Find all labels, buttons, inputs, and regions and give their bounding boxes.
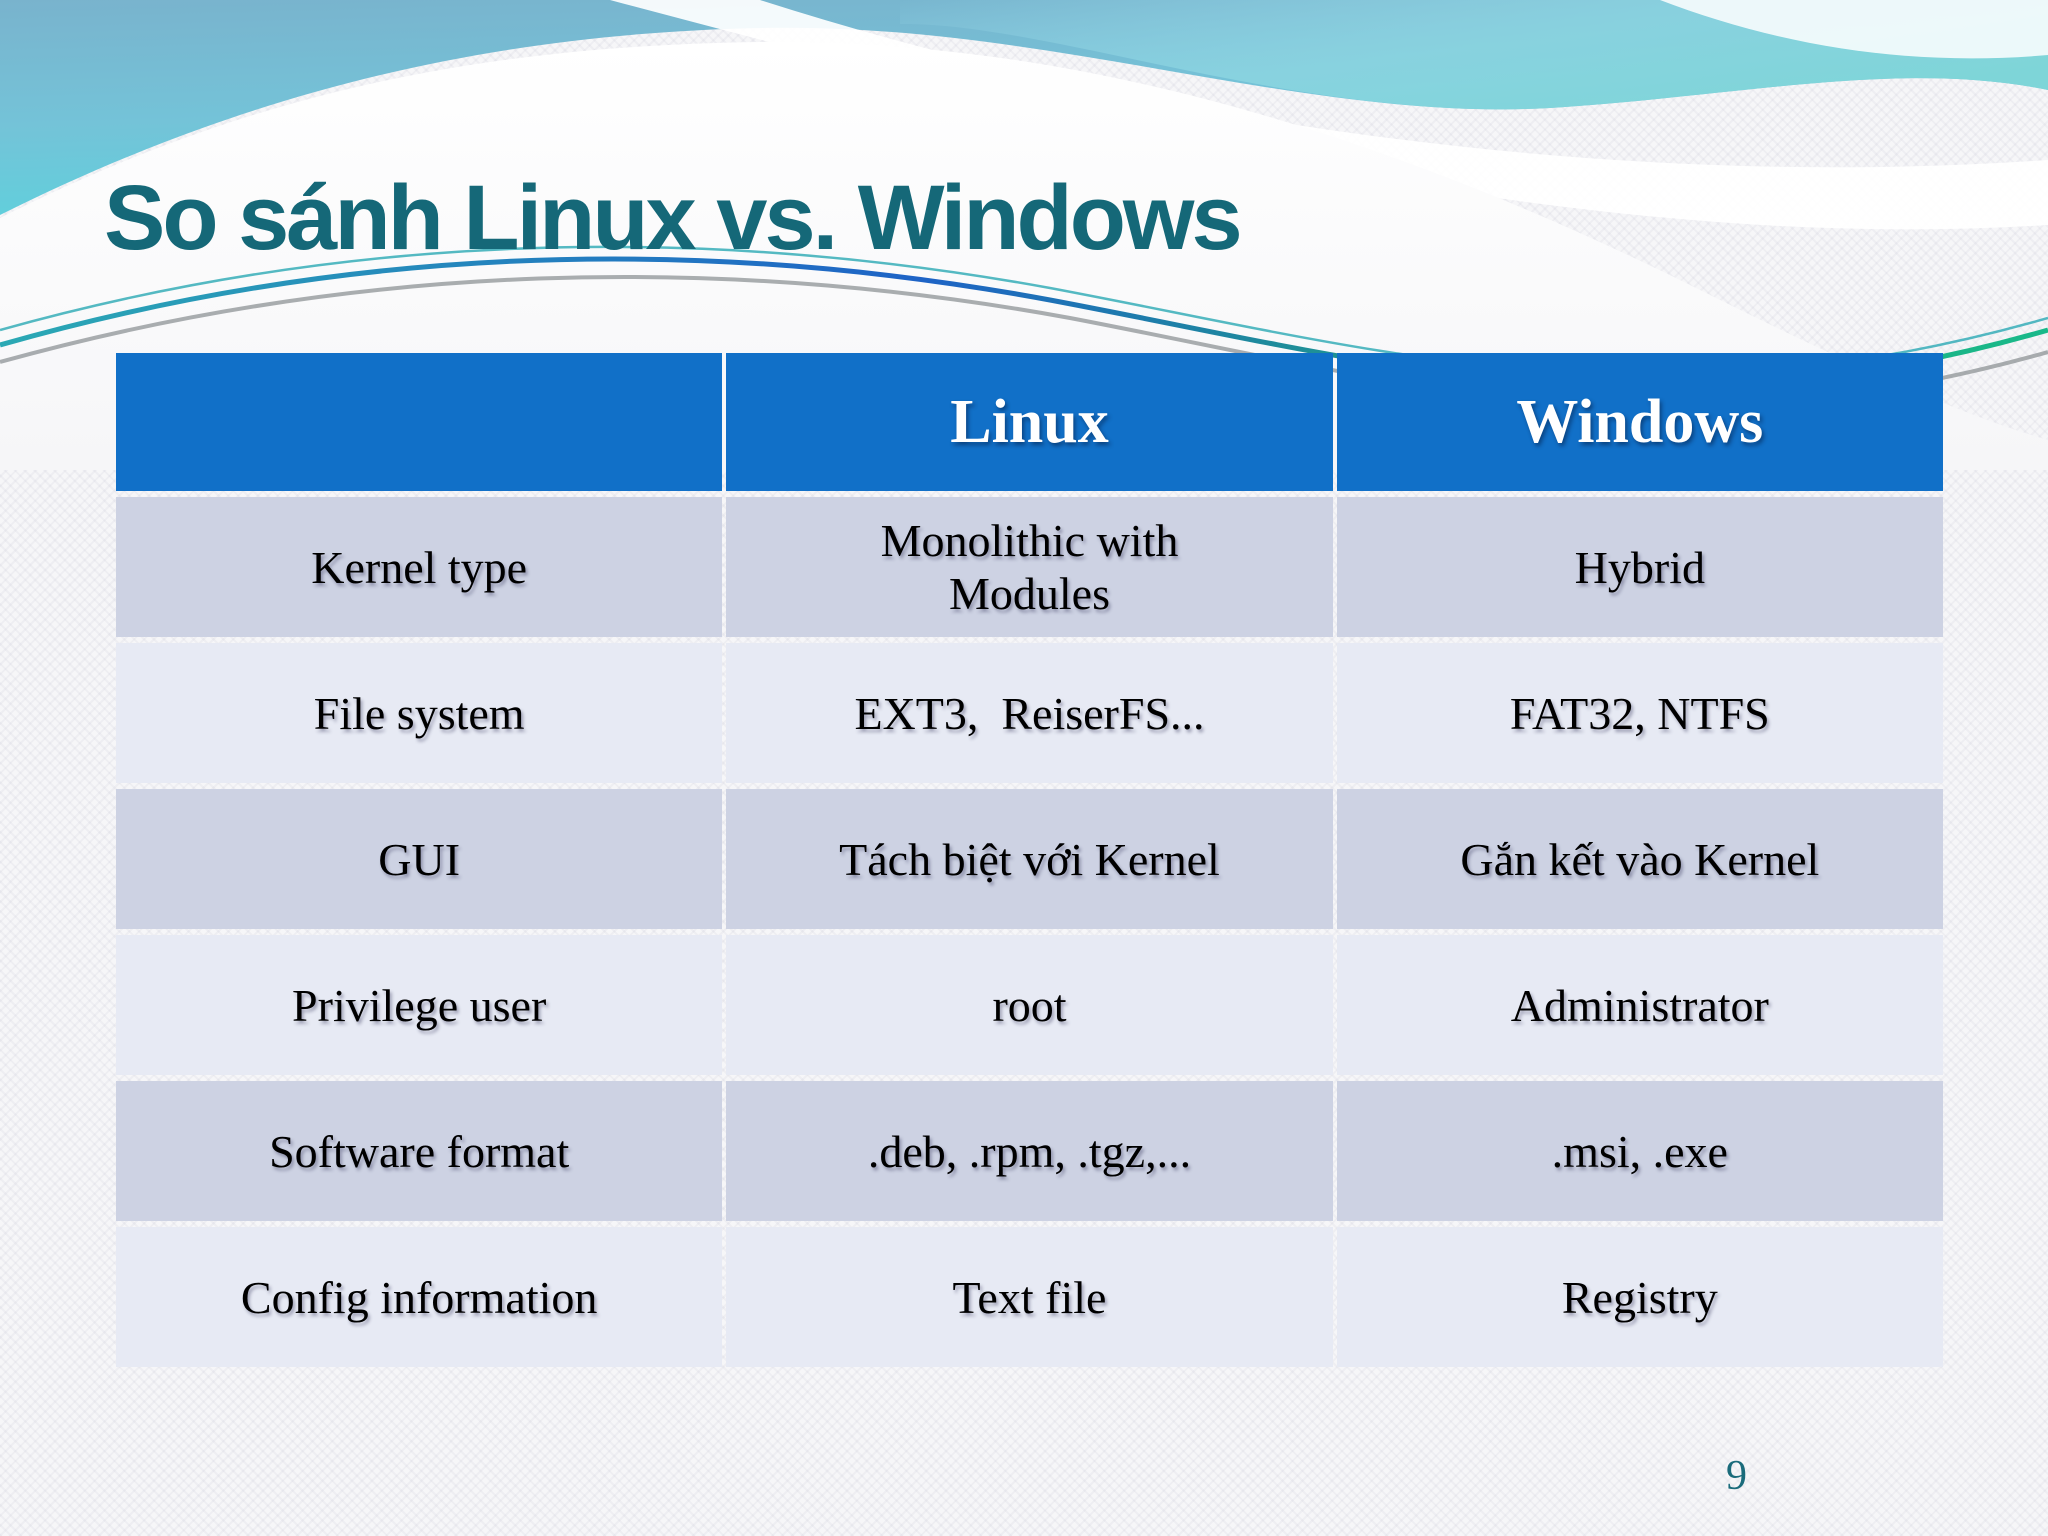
table-row-software-format: Software format .deb, .rpm, .tgz,... .ms…	[116, 1081, 1943, 1221]
row-label: GUI	[116, 789, 723, 929]
windows-cell: Registry	[1336, 1227, 1943, 1367]
table-row-gui: GUI Tách biệt với Kernel Gắn kết vào Ker…	[116, 789, 1943, 929]
windows-cell: FAT32, NTFS	[1336, 643, 1943, 783]
table-row-kernel-type: Kernel type Monolithic with Modules Hybr…	[116, 497, 1943, 637]
table-row-privilege-user: Privilege user root Administrator	[116, 935, 1943, 1075]
row-label: File system	[116, 643, 723, 783]
comparison-table: Linux Windows Kernel type Monolithic wit…	[112, 347, 1947, 1373]
table-row-file-system: File system EXT3, ReiserFS... FAT32, NTF…	[116, 643, 1943, 783]
header-cell-blank	[116, 353, 723, 491]
page-number: 9	[1726, 1453, 1747, 1499]
header-cell-windows: Windows	[1336, 353, 1943, 491]
windows-cell: .msi, .exe	[1336, 1081, 1943, 1221]
windows-cell: Hybrid	[1336, 497, 1943, 637]
linux-cell: root	[726, 935, 1333, 1075]
header-cell-linux: Linux	[726, 353, 1333, 491]
windows-cell: Gắn kết vào Kernel	[1336, 789, 1943, 929]
row-label: Config information	[116, 1227, 723, 1367]
windows-cell: Administrator	[1336, 935, 1943, 1075]
linux-cell: .deb, .rpm, .tgz,...	[726, 1081, 1333, 1221]
row-label: Privilege user	[116, 935, 723, 1075]
linux-cell: EXT3, ReiserFS...	[726, 643, 1333, 783]
slide-title: So sánh Linux vs. Windows	[104, 167, 1243, 269]
linux-cell: Tách biệt với Kernel	[726, 789, 1333, 929]
table-header-row: Linux Windows	[116, 353, 1943, 491]
linux-cell: Text file	[726, 1227, 1333, 1367]
table-row-config-information: Config information Text file Registry	[116, 1227, 1943, 1367]
linux-cell: Monolithic with Modules	[726, 497, 1333, 637]
row-label: Kernel type	[116, 497, 723, 637]
row-label: Software format	[116, 1081, 723, 1221]
